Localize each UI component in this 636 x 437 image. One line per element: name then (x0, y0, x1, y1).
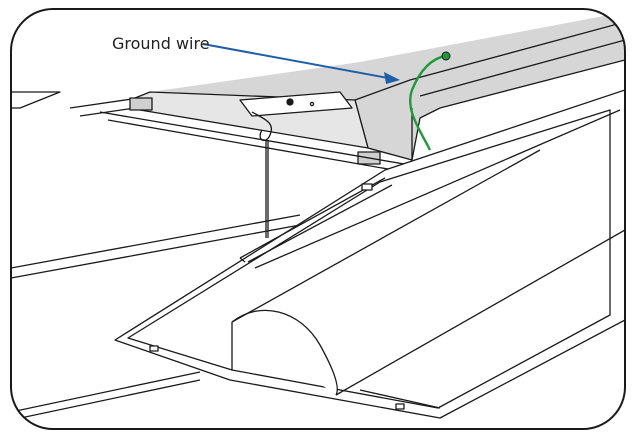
tbar-clips (129, 97, 381, 165)
ceiling-opening-rails (99, 111, 411, 173)
ground-wire-callout-label: Ground wire (112, 34, 210, 53)
arrow-icon (384, 72, 400, 84)
frame-border (10, 8, 626, 430)
callout-arrow (202, 43, 400, 84)
mounting-bracket (239, 91, 353, 117)
fixture-door (114, 89, 625, 419)
safety-wire (251, 111, 273, 238)
ground-wire (409, 51, 451, 151)
